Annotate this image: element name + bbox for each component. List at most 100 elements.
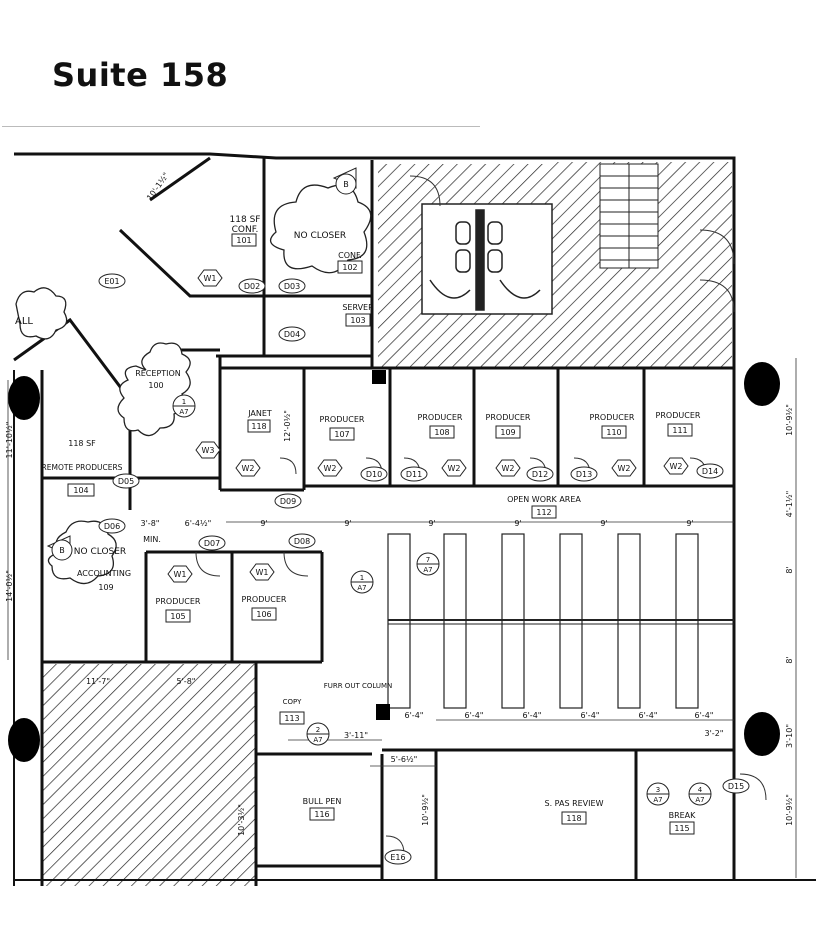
- stair: [599, 163, 659, 269]
- room-producer109-name: PRODUCER: [486, 413, 531, 422]
- note-all: ALL: [15, 316, 33, 327]
- restrooms: [421, 203, 553, 315]
- door-tag: D15: [722, 778, 750, 794]
- door-tag: D05: [112, 473, 140, 489]
- dim-label: 3'-10": [785, 724, 794, 748]
- planter-clouds: [15, 184, 372, 585]
- walls: [13, 152, 816, 886]
- svg-text:1: 1: [182, 398, 186, 406]
- dim-label: 8': [785, 656, 794, 663]
- svg-text:A7: A7: [653, 796, 662, 804]
- room-producer110-name: PRODUCER: [590, 413, 635, 422]
- room-conf101-extra: 118 SF: [230, 215, 261, 225]
- svg-text:2: 2: [316, 726, 320, 734]
- room-producer111-name: PRODUCER: [656, 411, 701, 420]
- svg-text:1: 1: [360, 574, 364, 582]
- svg-text:D13: D13: [576, 470, 592, 479]
- window-tag: W2: [611, 459, 637, 477]
- svg-text:D03: D03: [284, 282, 300, 291]
- window-tag: W2: [235, 459, 261, 477]
- room-producer108-number: 108: [434, 428, 449, 437]
- room-producer105-number: 105: [170, 612, 185, 621]
- dim-label: 9': [514, 519, 521, 528]
- door-tag: D07: [198, 535, 226, 551]
- room-producer109-number: 109: [500, 428, 515, 437]
- room-janet118-number: 118: [251, 422, 266, 431]
- svg-text:D08: D08: [294, 537, 310, 546]
- room-break115-name: BREAK: [669, 811, 697, 820]
- detail-marker: 3A7: [646, 782, 670, 806]
- room-break115-number: 115: [674, 824, 689, 833]
- dim-label: 11'-10½": [5, 422, 14, 459]
- room-conf101-name: CONF.: [232, 225, 259, 235]
- room-copy113-name: COPY: [283, 698, 302, 706]
- svg-text:A7: A7: [695, 796, 704, 804]
- room-conf102-number: 102: [342, 263, 357, 272]
- window-tag: W2: [317, 459, 343, 477]
- room-openwork112-name: OPEN WORK AREA: [507, 495, 581, 504]
- room-openwork112-number: 112: [536, 508, 551, 517]
- room-producer105-name: PRODUCER: [156, 597, 201, 606]
- dim-label: 14'-0½": [5, 570, 14, 602]
- svg-text:3: 3: [656, 786, 660, 794]
- door-tag: D02: [238, 278, 266, 294]
- room-janet118-name: JANET: [247, 409, 272, 418]
- section-marker: B: [332, 167, 357, 195]
- dim-label: 6'-4": [523, 711, 542, 720]
- svg-text:W2: W2: [324, 464, 337, 473]
- dim-label: 12'-0½": [283, 410, 292, 442]
- svg-text:E16: E16: [390, 853, 405, 862]
- svg-text:D12: D12: [532, 470, 548, 479]
- dim-label: 10'-3½": [237, 804, 246, 836]
- room-producer106-name: PRODUCER: [242, 595, 287, 604]
- room-producer107-number: 107: [334, 430, 349, 439]
- dim-label: 3'-11": [344, 731, 368, 740]
- detail-marker: 4A7: [688, 782, 712, 806]
- column: [372, 370, 386, 384]
- door-tags: E01 D02 D03 D04 D05 D06 D07 D08 D09 D10 …: [98, 273, 750, 865]
- dim-label: 6'-4": [465, 711, 484, 720]
- window-tag: W2: [495, 459, 521, 477]
- room-copy113-number: 113: [284, 714, 299, 723]
- dim-label: 10'-9½": [785, 794, 794, 826]
- window-tags: W1 W3 W2 W2 W2 W2 W2 W2 W1 W1: [167, 269, 689, 583]
- door-tag: D11: [400, 466, 428, 482]
- door-tag: E16: [384, 849, 412, 865]
- dim-label: 4'-1½": [785, 491, 794, 518]
- dim-label: 5'-8": [177, 677, 196, 686]
- svg-text:A7: A7: [179, 408, 188, 416]
- dim-label: 6'-4": [405, 711, 424, 720]
- svg-text:W1: W1: [256, 568, 269, 577]
- svg-text:W2: W2: [618, 464, 631, 473]
- hatch-southwest: [42, 664, 256, 886]
- svg-text:A7: A7: [313, 736, 322, 744]
- note-no-closer: NO CLOSER: [294, 231, 346, 241]
- dim-label: 9': [344, 519, 351, 528]
- svg-text:D11: D11: [406, 470, 422, 479]
- title-divider: [2, 126, 480, 127]
- room-producer106-number: 106: [256, 610, 271, 619]
- svg-text:W3: W3: [202, 446, 215, 455]
- dim-label: 3'-8": [141, 519, 160, 528]
- room-remote104-extra: 118 SF: [68, 439, 96, 448]
- dim-label: 9': [428, 519, 435, 528]
- svg-text:W2: W2: [448, 464, 461, 473]
- svg-text:D04: D04: [284, 330, 300, 339]
- dim-label: 10'-9½": [421, 794, 430, 826]
- door-tag: D09: [274, 493, 302, 509]
- svg-text:W1: W1: [204, 274, 217, 283]
- column: [8, 376, 40, 420]
- dim-label: 5'-6½": [391, 755, 418, 764]
- door-tag: D10: [360, 466, 388, 482]
- svg-text:D10: D10: [366, 470, 382, 479]
- door-tag: D14: [696, 463, 724, 479]
- svg-text:D14: D14: [702, 467, 718, 476]
- column: [8, 718, 40, 762]
- svg-text:W2: W2: [242, 464, 255, 473]
- svg-text:D09: D09: [280, 497, 296, 506]
- svg-text:D05: D05: [118, 477, 134, 486]
- dim-label: 6'-4½": [185, 519, 212, 528]
- dim-label: 6'-4": [695, 711, 714, 720]
- window-tag: W2: [663, 457, 689, 475]
- door-tag: D13: [570, 466, 598, 482]
